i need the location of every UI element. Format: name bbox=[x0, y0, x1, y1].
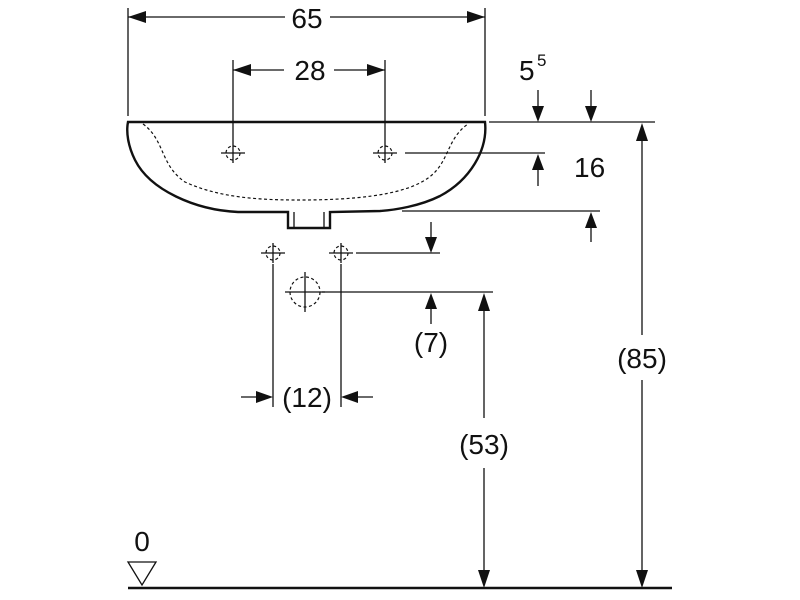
arrowhead bbox=[636, 123, 648, 141]
arrowhead bbox=[367, 64, 385, 76]
dimension-tap-hole-spacing: 28 bbox=[232, 55, 386, 143]
arrowhead bbox=[233, 64, 251, 76]
waste-height-label: (53) bbox=[459, 429, 509, 460]
tap-hole-depth-label: 16 bbox=[574, 152, 605, 183]
dimension-rim-step: 5 5 bbox=[489, 51, 655, 123]
dimension-rim-height: (85) bbox=[617, 123, 667, 588]
dimension-waste-offset: (7) bbox=[322, 291, 493, 358]
arrowhead bbox=[467, 11, 485, 23]
arrowhead bbox=[341, 391, 358, 403]
arrowhead bbox=[425, 237, 437, 253]
arrowhead bbox=[256, 391, 273, 403]
floor-level-label: 0 bbox=[134, 526, 150, 557]
arrowhead bbox=[636, 570, 648, 588]
floor-level-triangle-icon bbox=[126, 561, 158, 587]
supply-spacing-label: (12) bbox=[282, 382, 332, 413]
arrowhead bbox=[532, 106, 544, 122]
rim-step-label: 5 bbox=[519, 55, 535, 86]
crosshair-icon bbox=[285, 272, 325, 312]
dimension-underside bbox=[402, 210, 600, 242]
arrowhead bbox=[425, 293, 437, 309]
tap-hole-spacing-label: 28 bbox=[294, 55, 325, 86]
dimension-waste-height: (53) bbox=[459, 293, 509, 588]
crosshair-icon bbox=[261, 243, 285, 263]
supply-level-line bbox=[356, 222, 440, 254]
arrowhead bbox=[128, 11, 146, 23]
rim-step-superscript: 5 bbox=[537, 51, 546, 70]
waste-offset-label: (7) bbox=[414, 327, 448, 358]
dimension-overall-width: 65 bbox=[127, 3, 486, 116]
arrowhead bbox=[585, 106, 597, 122]
arrowhead bbox=[532, 154, 544, 170]
crosshair-icon bbox=[373, 143, 397, 163]
arrowhead bbox=[478, 293, 490, 311]
dimension-supply-spacing: (12) bbox=[241, 264, 373, 413]
basin-outline bbox=[126, 120, 487, 230]
dimension-tap-hole-depth: 16 bbox=[405, 152, 605, 186]
arrowhead bbox=[478, 570, 490, 588]
crosshair-icon bbox=[329, 243, 353, 263]
overall-width-label: 65 bbox=[291, 3, 322, 34]
arrowhead bbox=[585, 212, 597, 228]
rim-height-label: (85) bbox=[617, 343, 667, 374]
crosshair-icon bbox=[221, 143, 245, 163]
